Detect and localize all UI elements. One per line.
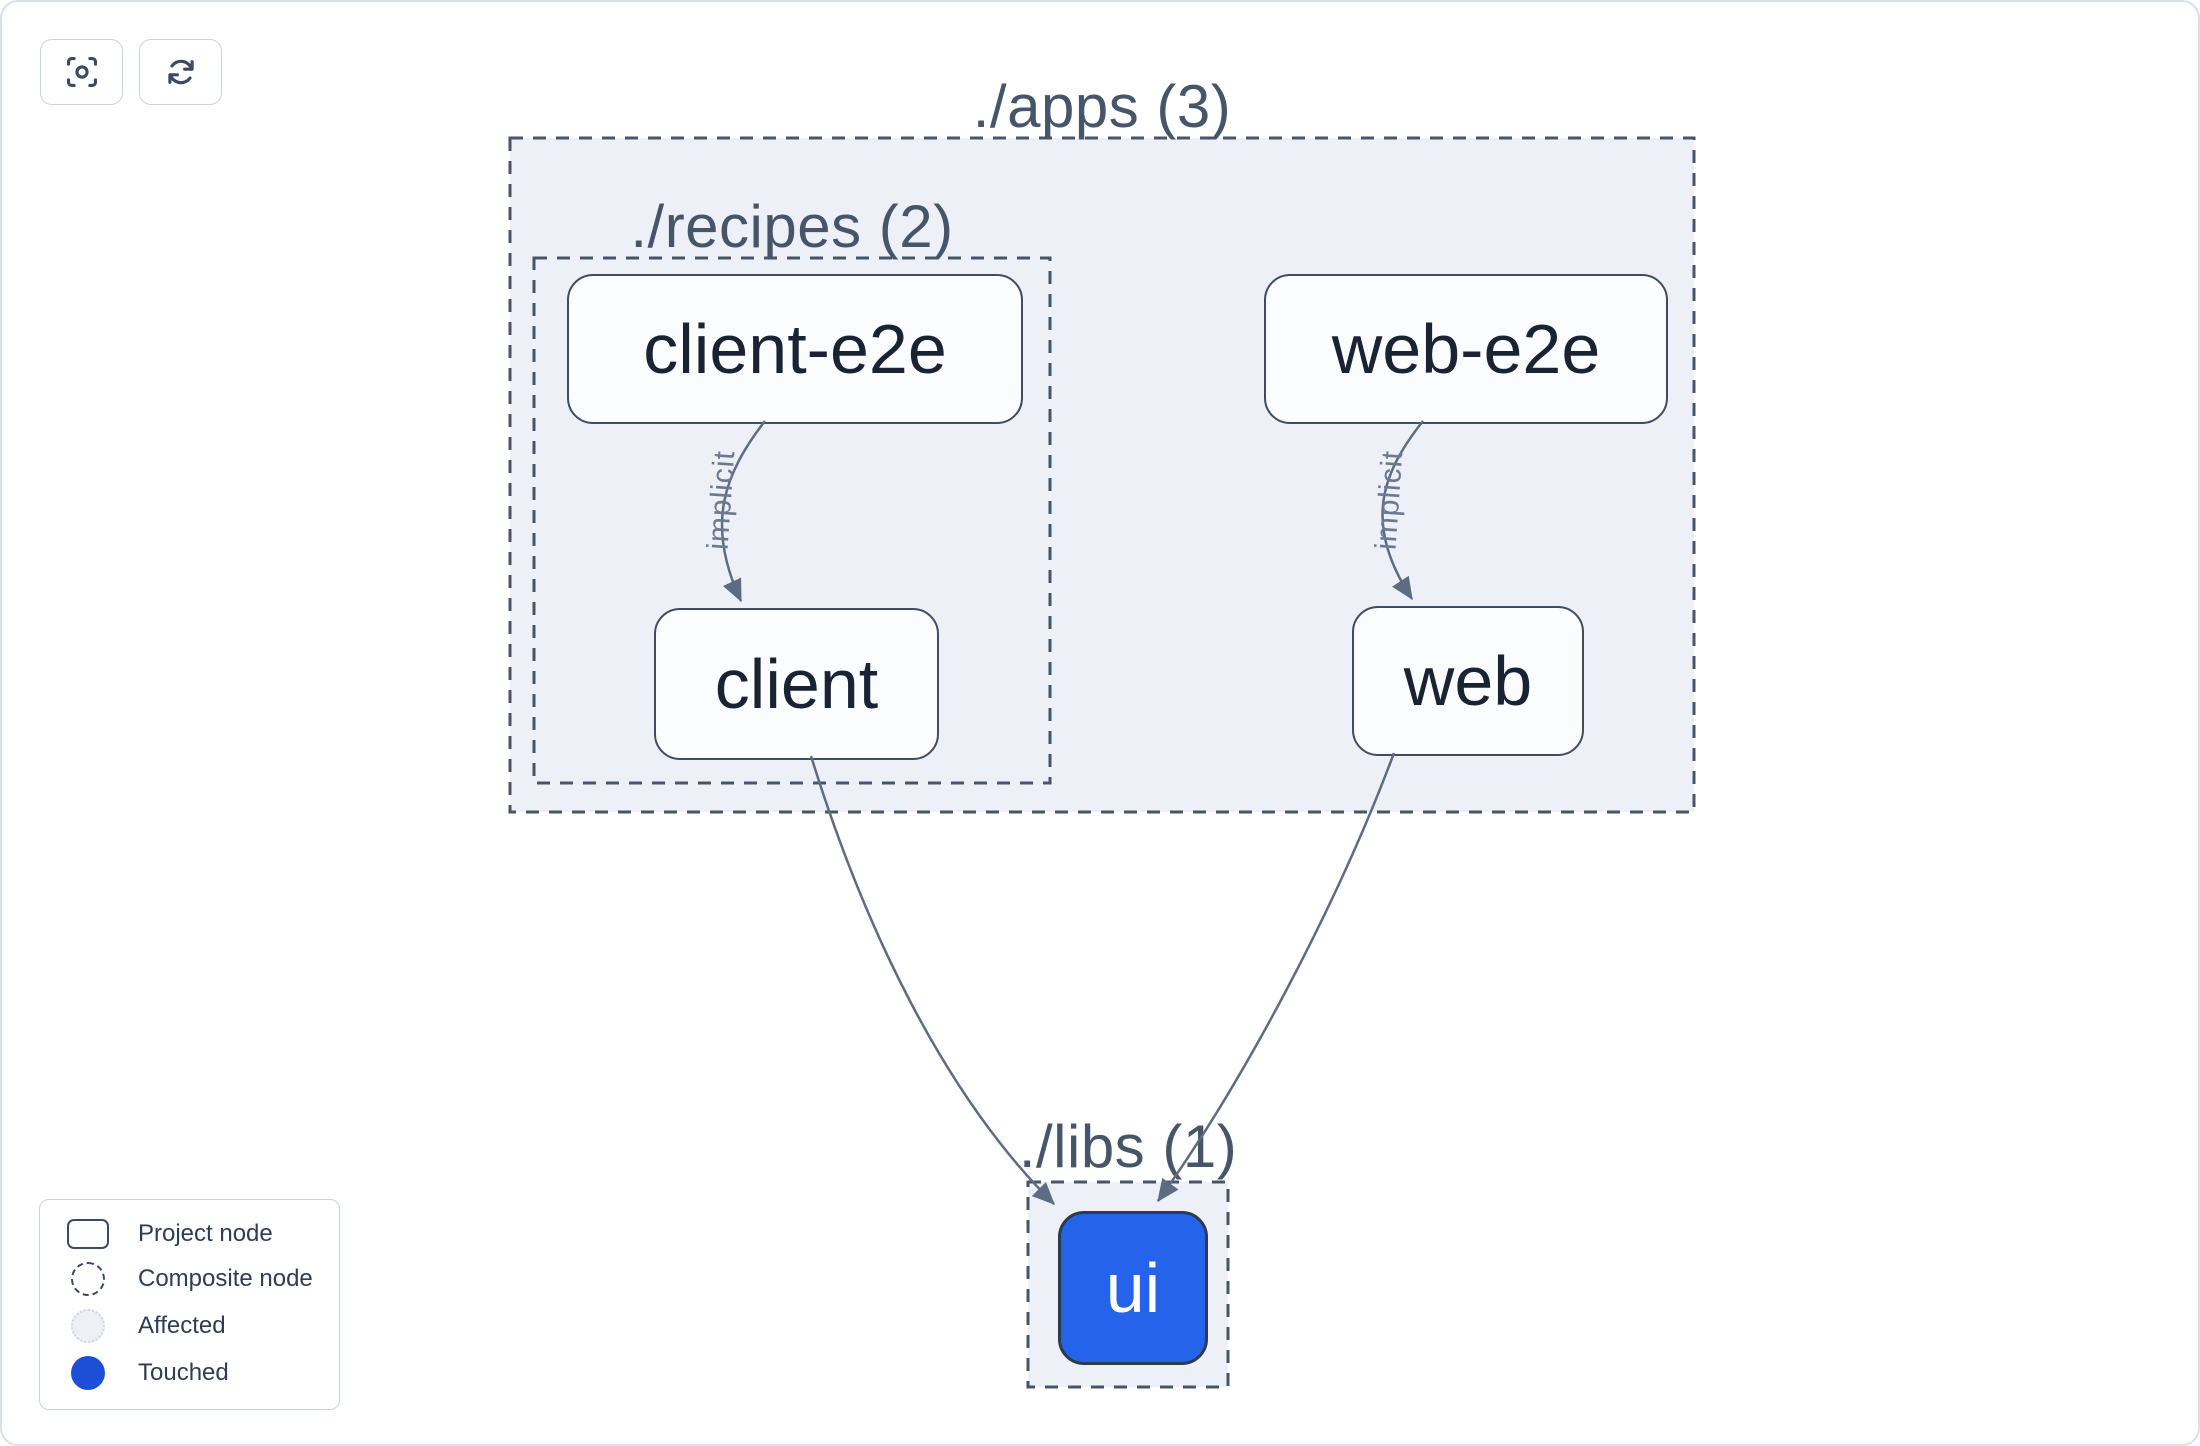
- edge-web-e2e-to-web[interactable]: [1381, 420, 1424, 601]
- node-web[interactable]: web: [1352, 606, 1584, 756]
- affected-swatch: [71, 1309, 105, 1344]
- composite-node-swatch: [71, 1261, 105, 1296]
- node-client-e2e[interactable]: client-e2e: [567, 274, 1023, 424]
- edge-label-implicit-web: implicit: [1369, 449, 1410, 551]
- touched-swatch: [71, 1356, 105, 1391]
- legend-label-project-node: Project node: [138, 1219, 273, 1247]
- node-client-label: client: [714, 645, 879, 723]
- refresh-icon: [167, 59, 194, 85]
- focus-icon: [66, 56, 97, 88]
- edge-client-e2e-to-client[interactable]: [720, 420, 766, 603]
- legend-panel: Project node Composite node Affected Tou…: [39, 1199, 340, 1410]
- legend-row-touched: Touched: [66, 1356, 339, 1391]
- refresh-button[interactable]: [139, 39, 222, 105]
- node-ui-label: ui: [1105, 1249, 1161, 1327]
- node-client[interactable]: client: [654, 608, 939, 760]
- legend-row-composite-node: Composite node: [66, 1261, 339, 1296]
- legend-label-touched: Touched: [138, 1359, 229, 1387]
- group-title-libs: ./libs (1): [1018, 1113, 1238, 1180]
- edge-label-implicit-client: implicit: [701, 449, 742, 551]
- group-title-recipes: ./recipes (2): [630, 193, 954, 260]
- node-web-e2e[interactable]: web-e2e: [1264, 274, 1668, 424]
- edge-client-to-ui[interactable]: [809, 755, 1055, 1205]
- edge-web-to-ui[interactable]: [1156, 752, 1396, 1203]
- legend-label-affected: Affected: [138, 1312, 226, 1340]
- project-node-swatch: [67, 1218, 109, 1249]
- legend-row-project-node: Project node: [66, 1218, 339, 1249]
- node-web-e2e-label: web-e2e: [1331, 310, 1601, 388]
- legend-label-composite-node: Composite node: [138, 1264, 313, 1292]
- legend-row-affected: Affected: [66, 1309, 339, 1344]
- focus-button[interactable]: [40, 39, 123, 105]
- group-title-apps: ./apps (3): [972, 73, 1232, 140]
- toolbar: [40, 39, 222, 105]
- node-client-e2e-label: client-e2e: [643, 310, 947, 388]
- node-web-label: web: [1403, 642, 1533, 720]
- node-ui[interactable]: ui: [1058, 1211, 1208, 1365]
